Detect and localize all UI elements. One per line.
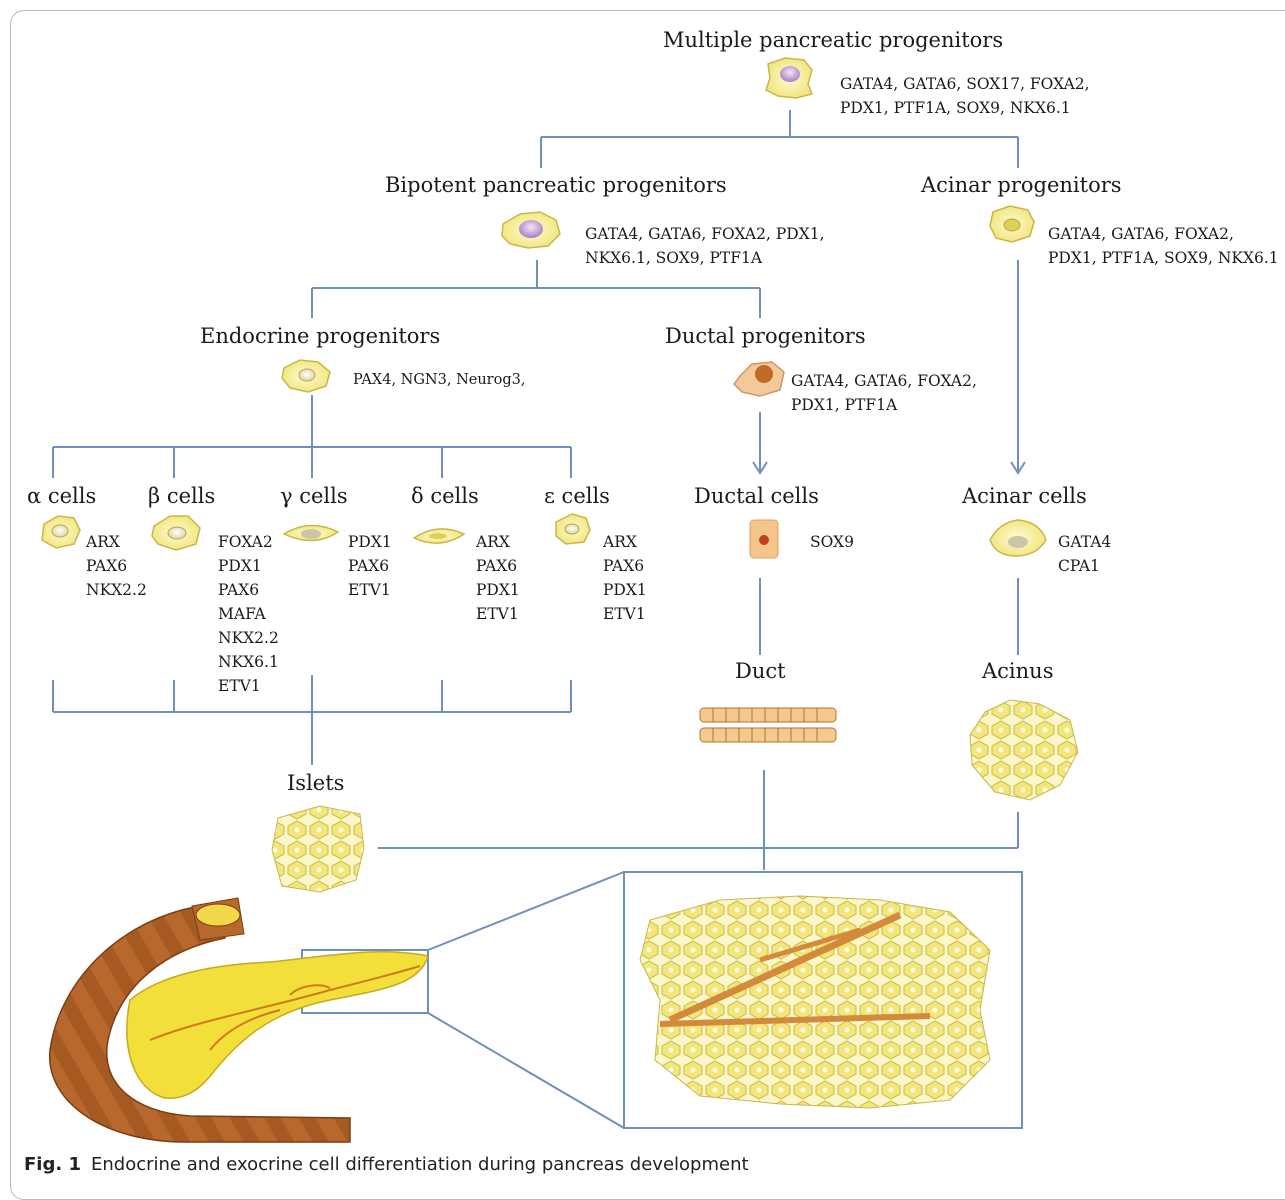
- node-markers-ductal-cells: SOX9: [810, 533, 854, 551]
- pancreas-illustration: [49, 897, 429, 1143]
- node-markers-beta: FOXA2 PDX1 PAX6 MAFA NKX2.2 NKX6.1 ETV1: [218, 533, 279, 695]
- node-title-gamma: γ cells: [280, 484, 348, 508]
- acinus-tissue-icon: [969, 699, 1079, 801]
- node-markers-multiple: GATA4, GATA6, SOX17, FOXA2, PDX1, PTF1A,…: [840, 75, 1090, 117]
- duct-tissue-icon: [699, 707, 837, 743]
- node-markers-bipotent: GATA4, GATA6, FOXA2, PDX1, NKX6.1, SOX9,…: [585, 225, 825, 267]
- islets-tissue-icon: [271, 805, 365, 893]
- node-title-delta: δ cells: [411, 484, 479, 508]
- node-markers-delta: ARX PAX6 PDX1 ETV1: [476, 533, 520, 623]
- node-title-bipotent: Bipotent pancreatic progenitors: [385, 173, 727, 197]
- node-markers-epsilon: ARX PAX6 PDX1 ETV1: [603, 533, 647, 623]
- node-title-islets: Islets: [287, 771, 345, 795]
- node-markers-acinar-cells: GATA4 CPA1: [1058, 533, 1112, 575]
- node-markers-gamma: PDX1 PAX6 ETV1: [348, 533, 392, 599]
- connector-lines: [52, 110, 1026, 1129]
- zoomed-tissue-illustration: [639, 895, 991, 1109]
- node-title-duct: Duct: [735, 659, 786, 683]
- node-title-ductal-progenitors: Ductal progenitors: [665, 324, 866, 348]
- node-title-beta: β cells: [148, 484, 216, 508]
- node-title-epsilon: ε cells: [544, 484, 610, 508]
- node-title-acinus: Acinus: [982, 659, 1054, 683]
- node-title-endocrine: Endocrine progenitors: [200, 324, 441, 348]
- node-markers-endocrine: PAX4, NGN3, Neurog3,: [353, 372, 526, 388]
- node-markers-acinar-progenitors: GATA4, GATA6, FOXA2, PDX1, PTF1A, SOX9, …: [1048, 225, 1279, 267]
- node-title-multiple: Multiple pancreatic progenitors: [663, 28, 1004, 52]
- node-title-acinar-progenitors: Acinar progenitors: [921, 173, 1122, 197]
- node-markers-ductal-progenitors: GATA4, GATA6, FOXA2, PDX1, PTF1A: [791, 372, 977, 414]
- node-title-ductal-cells: Ductal cells: [694, 484, 819, 508]
- caption-label: Fig. 1: [24, 1154, 81, 1175]
- node-markers-alpha: ARX PAX6 NKX2.2: [86, 533, 147, 599]
- node-title-acinar-cells: Acinar cells: [962, 484, 1087, 508]
- node-title-alpha: α cells: [27, 484, 97, 508]
- cell-icons: [41, 57, 1047, 559]
- figure-caption: Fig. 1 Endocrine and exocrine cell differ…: [24, 1154, 749, 1175]
- caption-text: Endocrine and exocrine cell differentiat…: [90, 1154, 749, 1175]
